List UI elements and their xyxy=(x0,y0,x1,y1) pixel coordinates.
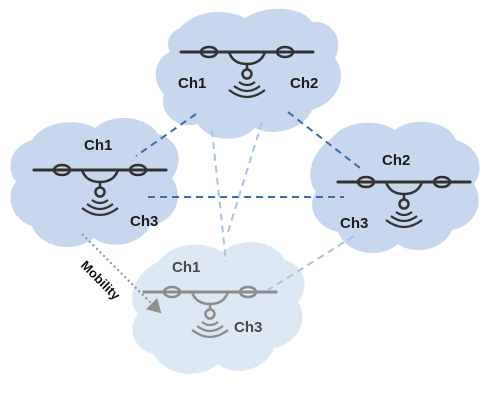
link-top-bottom-1 xyxy=(211,129,227,263)
top-ch-left: Ch1 xyxy=(178,75,206,92)
cloud-bottom xyxy=(131,242,305,374)
bottom-ch-top: Ch1 xyxy=(172,259,200,276)
cloud-top xyxy=(155,8,342,139)
bottom-ch-bottom: Ch3 xyxy=(234,319,262,336)
link-right-bottom xyxy=(267,235,355,291)
left-ch-top: Ch1 xyxy=(84,137,112,154)
link-top-left xyxy=(135,113,197,157)
top-ch-right: Ch2 xyxy=(290,75,318,92)
right-ch-bottom: Ch3 xyxy=(340,215,368,232)
mobility-label: Mobility xyxy=(78,258,124,304)
cloud-right xyxy=(310,121,480,254)
left-ch-bottom: Ch3 xyxy=(130,213,158,230)
right-ch-top: Ch2 xyxy=(382,152,410,169)
link-top-right xyxy=(287,111,361,169)
mobility-arrow xyxy=(81,233,162,314)
